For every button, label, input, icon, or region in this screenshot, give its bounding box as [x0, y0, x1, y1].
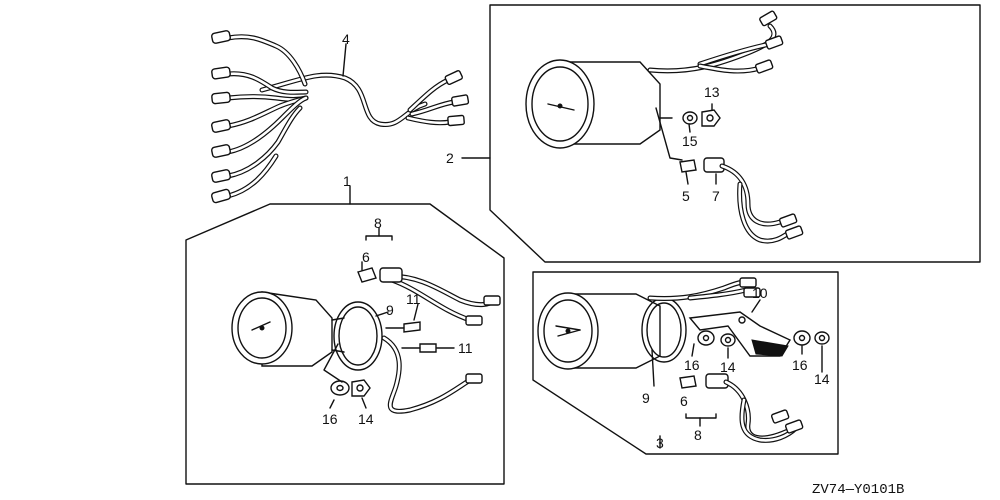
callout-6b: 6	[680, 393, 688, 409]
callout-8b: 8	[694, 427, 702, 443]
callout-14c: 14	[814, 371, 830, 387]
callout-6a: 6	[362, 249, 370, 265]
callouts: 1 2 3 4 5 6 6 7 8 8 9 9 10 11 11 13 14 1…	[322, 31, 830, 451]
panel-outline-1	[185, 203, 505, 485]
callout-15: 15	[682, 133, 698, 149]
wire-harness-4	[210, 30, 470, 204]
callout-14a: 14	[358, 411, 374, 427]
callout-2: 2	[446, 150, 454, 166]
callout-7: 7	[712, 188, 720, 204]
panel-outline-2	[489, 4, 981, 263]
callout-5: 5	[682, 188, 690, 204]
callout-16a: 16	[322, 411, 338, 427]
callout-4: 4	[342, 31, 350, 47]
callout-16c: 16	[792, 357, 808, 373]
callout-8a: 8	[374, 215, 382, 231]
callout-3: 3	[656, 435, 664, 451]
callout-11b: 11	[458, 340, 473, 356]
callout-1: 1	[343, 173, 351, 189]
callout-10: 10	[752, 285, 768, 301]
gauge-assembly-2	[461, 10, 804, 244]
callout-9a: 9	[386, 302, 394, 318]
callout-14b: 14	[720, 359, 736, 375]
callout-13: 13	[704, 84, 720, 100]
callout-16b: 16	[684, 357, 700, 373]
callout-11a: 11	[406, 291, 421, 307]
diagram-code: ZV74—Y0101B	[812, 482, 904, 498]
panel-outline-3	[532, 271, 839, 455]
gauge-assembly-3	[537, 277, 830, 449]
gauge-assembly-1	[231, 185, 501, 414]
callout-9b: 9	[642, 390, 650, 406]
